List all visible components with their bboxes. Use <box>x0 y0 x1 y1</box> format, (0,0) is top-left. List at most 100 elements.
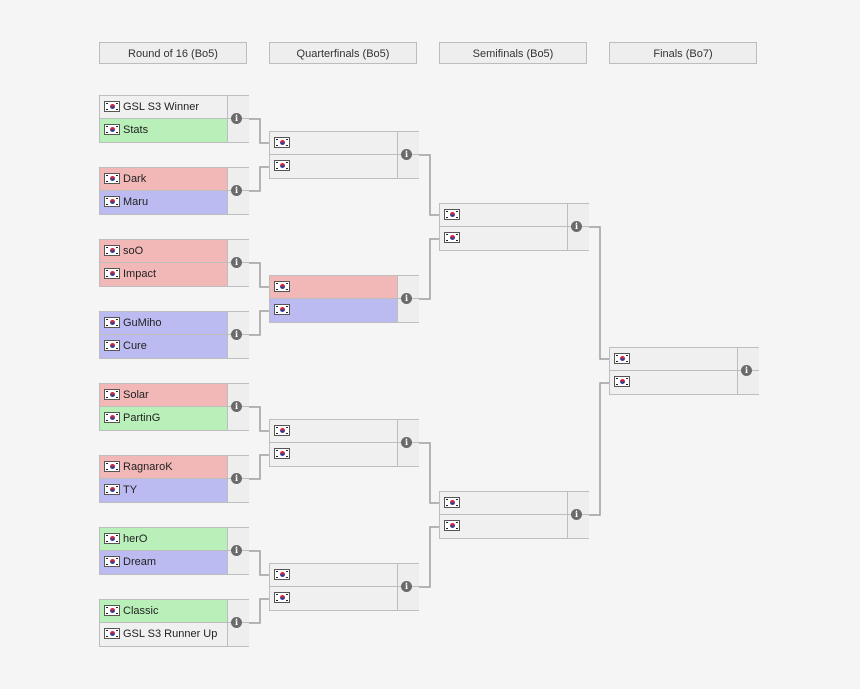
bracket-connector <box>247 262 271 288</box>
player-slot-top[interactable]: RagnaroK <box>100 456 227 479</box>
player-slot-bottom[interactable]: GSL S3 Runner Up <box>100 623 227 646</box>
kr-flag-icon <box>104 340 120 351</box>
player-name: Stats <box>123 124 149 136</box>
player-slot-top[interactable]: Solar <box>100 384 227 407</box>
player-slot-bottom[interactable]: Dream <box>100 551 227 574</box>
player-slot-bottom[interactable]: Cure <box>100 335 227 358</box>
kr-flag-icon <box>444 520 460 531</box>
bracket-connector <box>247 310 271 336</box>
round-header-final: Finals (Bo7) <box>609 42 757 64</box>
round-header-qf: Quarterfinals (Bo5) <box>269 42 417 64</box>
match-info-icon[interactable]: i <box>231 257 242 268</box>
kr-flag-icon <box>104 412 120 423</box>
kr-flag-icon <box>104 124 120 135</box>
player-slot-bottom[interactable] <box>270 587 397 610</box>
qf-match-2 <box>269 275 419 323</box>
kr-flag-icon <box>614 353 630 364</box>
kr-flag-icon <box>104 173 120 184</box>
player-slot-bottom[interactable] <box>270 155 397 178</box>
round-header-r16: Round of 16 (Bo5) <box>99 42 247 64</box>
match-info-icon[interactable]: i <box>231 113 242 124</box>
player-slot-top[interactable] <box>440 204 567 227</box>
match-info-icon[interactable]: i <box>231 329 242 340</box>
kr-flag-icon <box>104 268 120 279</box>
player-slot-top[interactable]: soO <box>100 240 227 263</box>
kr-flag-icon <box>614 376 630 387</box>
player-name: Maru <box>123 196 149 208</box>
bracket-connector <box>247 598 271 624</box>
player-slot-top[interactable] <box>270 564 397 587</box>
player-slot-bottom[interactable] <box>270 443 397 466</box>
match-info-icon[interactable]: i <box>231 617 242 628</box>
kr-flag-icon <box>274 304 290 315</box>
kr-flag-icon <box>104 245 120 256</box>
bracket-connector <box>587 382 611 516</box>
player-name: GSL S3 Winner <box>123 101 200 113</box>
player-slot-top[interactable]: herO <box>100 528 227 551</box>
kr-flag-icon <box>274 425 290 436</box>
player-slot-bottom[interactable]: Impact <box>100 263 227 286</box>
kr-flag-icon <box>104 461 120 472</box>
match-info-icon[interactable]: i <box>231 473 242 484</box>
kr-flag-icon <box>274 448 290 459</box>
player-slot-bottom[interactable]: TY <box>100 479 227 502</box>
player-name: PartinG <box>123 412 161 424</box>
player-slot-top[interactable] <box>440 492 567 515</box>
match-info-icon[interactable]: i <box>401 293 412 304</box>
player-name: GSL S3 Runner Up <box>123 628 218 640</box>
bracket-connector <box>247 406 271 432</box>
player-name: Dark <box>123 173 147 185</box>
kr-flag-icon <box>444 497 460 508</box>
player-slot-bottom[interactable] <box>440 227 567 250</box>
player-slot-top[interactable]: Dark <box>100 168 227 191</box>
qf-match-4 <box>269 563 419 611</box>
kr-flag-icon <box>104 556 120 567</box>
player-slot-bottom[interactable] <box>270 299 397 322</box>
sf-match-2 <box>439 491 589 539</box>
sf-match-1 <box>439 203 589 251</box>
kr-flag-icon <box>274 592 290 603</box>
final-match-1 <box>609 347 759 395</box>
player-slot-top[interactable]: Classic <box>100 600 227 623</box>
match-info-icon[interactable]: i <box>741 365 752 376</box>
match-info-icon[interactable]: i <box>401 581 412 592</box>
player-name: Solar <box>123 389 149 401</box>
match-info-icon[interactable]: i <box>231 401 242 412</box>
player-slot-top[interactable]: GuMiho <box>100 312 227 335</box>
match-info-icon[interactable]: i <box>571 509 582 520</box>
player-slot-top[interactable]: GSL S3 Winner <box>100 96 227 119</box>
r16-match-3: soO Impact <box>99 239 249 287</box>
player-slot-bottom[interactable]: Stats <box>100 119 227 142</box>
kr-flag-icon <box>274 160 290 171</box>
player-name: Impact <box>123 268 157 280</box>
kr-flag-icon <box>104 317 120 328</box>
kr-flag-icon <box>274 569 290 580</box>
player-name: TY <box>123 484 138 496</box>
player-name: GuMiho <box>123 317 162 329</box>
bracket-connector <box>247 454 271 480</box>
player-name: soO <box>123 245 144 257</box>
match-info-icon[interactable]: i <box>401 437 412 448</box>
player-slot-bottom[interactable] <box>440 515 567 538</box>
bracket-connector <box>247 550 271 576</box>
player-slot-top[interactable] <box>270 420 397 443</box>
player-slot-top[interactable] <box>610 348 737 371</box>
player-slot-bottom[interactable]: Maru <box>100 191 227 214</box>
bracket-connector <box>417 526 441 588</box>
kr-flag-icon <box>444 209 460 220</box>
match-info-icon[interactable]: i <box>231 185 242 196</box>
match-info-icon[interactable]: i <box>401 149 412 160</box>
player-name: Classic <box>123 605 159 617</box>
player-slot-top[interactable] <box>270 276 397 299</box>
player-slot-top[interactable] <box>270 132 397 155</box>
player-slot-bottom[interactable] <box>610 371 737 394</box>
bracket-connector <box>247 118 271 144</box>
match-info-icon[interactable]: i <box>571 221 582 232</box>
match-info-icon[interactable]: i <box>231 545 242 556</box>
player-slot-bottom[interactable]: PartinG <box>100 407 227 430</box>
